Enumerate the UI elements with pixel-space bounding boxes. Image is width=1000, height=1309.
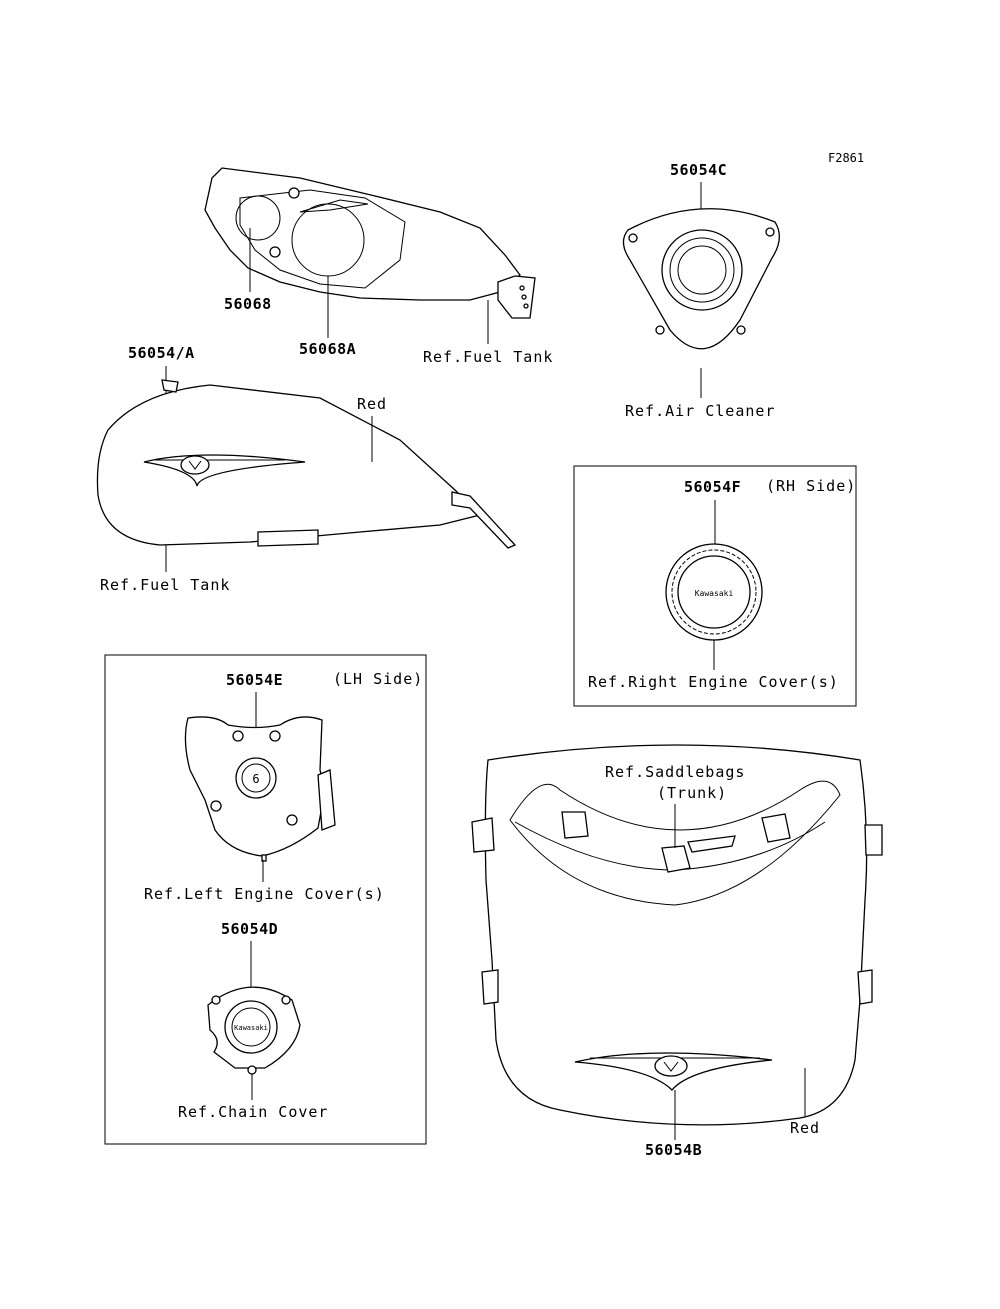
emblem-kawasaki-rh: Kawasaki (695, 589, 734, 598)
label-ref-fuel-tank-top: Ref.Fuel Tank (423, 348, 553, 366)
emblem-kawasaki-chain: Kawasaki (234, 1024, 268, 1032)
label-56068A: 56068A (299, 340, 356, 358)
label-56054B: 56054B (645, 1141, 702, 1159)
gauge-digit: 6 (252, 772, 259, 786)
fuel-tank-drawing (96, 379, 517, 549)
fuel-tank-console-drawing (204, 167, 536, 319)
figure-code: F2861 (828, 151, 864, 165)
label-56054C: 56054C (670, 161, 727, 179)
lh-side-box (104, 654, 427, 1145)
label-ref-right-engine-cover: Ref.Right Engine Cover(s) (588, 673, 839, 691)
label-56054F: 56054F (684, 478, 741, 496)
label-ref-saddlebags: Ref.Saddlebags (605, 763, 745, 781)
label-ref-left-engine-cover: Ref.Left Engine Cover(s) (144, 885, 385, 903)
label-56068: 56068 (224, 295, 272, 313)
label-ref-chain-cover: Ref.Chain Cover (178, 1103, 328, 1121)
trunk-drawing (471, 744, 883, 1126)
label-trunk: (Trunk) (657, 784, 727, 802)
chain-cover-drawing: Kawasaki (207, 986, 301, 1075)
label-56054E: 56054E (226, 671, 283, 689)
label-56054D: 56054D (221, 920, 278, 938)
label-red-trunk: Red (790, 1119, 820, 1137)
rh-side-box (573, 465, 857, 707)
label-ref-air-cleaner: Ref.Air Cleaner (625, 402, 775, 420)
label-lh-side: (LH Side) (333, 670, 423, 688)
right-engine-cover-drawing: Kawasaki (665, 543, 763, 641)
label-rh-side: (RH Side) (766, 477, 856, 495)
label-56054A: 56054/A (128, 344, 195, 362)
left-engine-cover-drawing: 6 (184, 716, 336, 862)
air-cleaner-drawing (622, 208, 780, 350)
label-red-tank: Red (357, 395, 387, 413)
label-ref-fuel-tank: Ref.Fuel Tank (100, 576, 230, 594)
